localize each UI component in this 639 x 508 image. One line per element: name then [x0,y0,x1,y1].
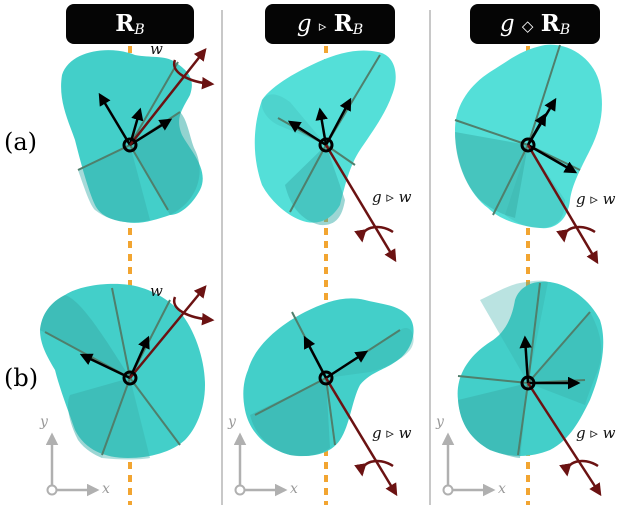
header-g-diamond-rb: g ◇ RB [470,4,600,44]
origin-b3 [520,375,536,391]
header-rb-sub: B [134,22,145,38]
frame-axis-b3-1 [519,335,532,384]
rotation-arrow-b2 [354,459,394,477]
label-gw-a2: g ▹ w [372,188,412,206]
header-g-diamond-sub: B [559,22,571,38]
reference-axes-3 [441,432,496,497]
frame-axis-b1-1 [79,353,131,380]
row-label-b: (b) [4,364,39,392]
header-rb: RB [66,4,194,44]
rotation-axis-a2 [324,144,397,263]
body-a3 [454,44,602,229]
label-w-a1: w [150,40,163,58]
row-label-a: (a) [4,128,38,156]
axis-x-label-1: x [102,481,110,497]
axis-x-label-3: x [498,481,506,497]
rotation-arrow-b3 [559,459,599,477]
label-gw-b2: g ▹ w [372,424,412,442]
header-g-diamond-symbol: R [540,10,560,37]
rotation-axis-b1 [129,285,207,379]
rotation-arrow-a1 [172,59,215,90]
body-b3 [457,280,604,458]
frame-axis-a3-2 [527,143,578,174]
frame-axis-a1-1 [98,92,132,146]
origin-b1 [122,370,138,386]
origin-b2 [318,370,334,386]
header-g: g [296,11,312,37]
origin-a1 [122,137,138,153]
origin-a2 [318,137,334,153]
reference-axes-1 [45,432,100,497]
frame-axis-a2-2 [324,97,352,146]
rotation-arrow-a3 [556,225,596,243]
rotation-axis-a1 [129,48,207,146]
frame-axis-b2-2 [325,350,369,380]
axis-y-label-3: y [436,414,444,430]
header-g-act-sub: B [352,22,364,38]
axis-y-label-2: y [228,414,236,430]
reference-axes-2 [233,432,288,497]
label-w-b1: w [150,282,163,300]
rotation-axis-a3 [526,144,599,265]
label-gw-b3: g ▹ w [576,424,616,442]
header-g-act-symbol: R [333,10,353,37]
header-diamond-op: ◇ [521,17,534,35]
header-act-op: ▹ [318,17,327,35]
axis-x-label-2: x [290,481,298,497]
rotation-axis-b3 [526,382,602,497]
rotation-arrow-a2 [354,225,394,243]
label-gw-a3: g ▹ w [576,190,616,208]
frame-axis-b2-1 [303,335,328,379]
header-g2: g [499,11,515,37]
header-g-act-rb: g ▹ RB [265,4,395,44]
frame-axis-a1-2 [129,118,173,147]
rotation-arrow-b1 [172,296,215,326]
header-rb-symbol: R [115,10,135,37]
rotation-axis-b2 [324,377,398,497]
axis-y-label-1: y [40,414,48,430]
origin-a3 [520,137,536,153]
